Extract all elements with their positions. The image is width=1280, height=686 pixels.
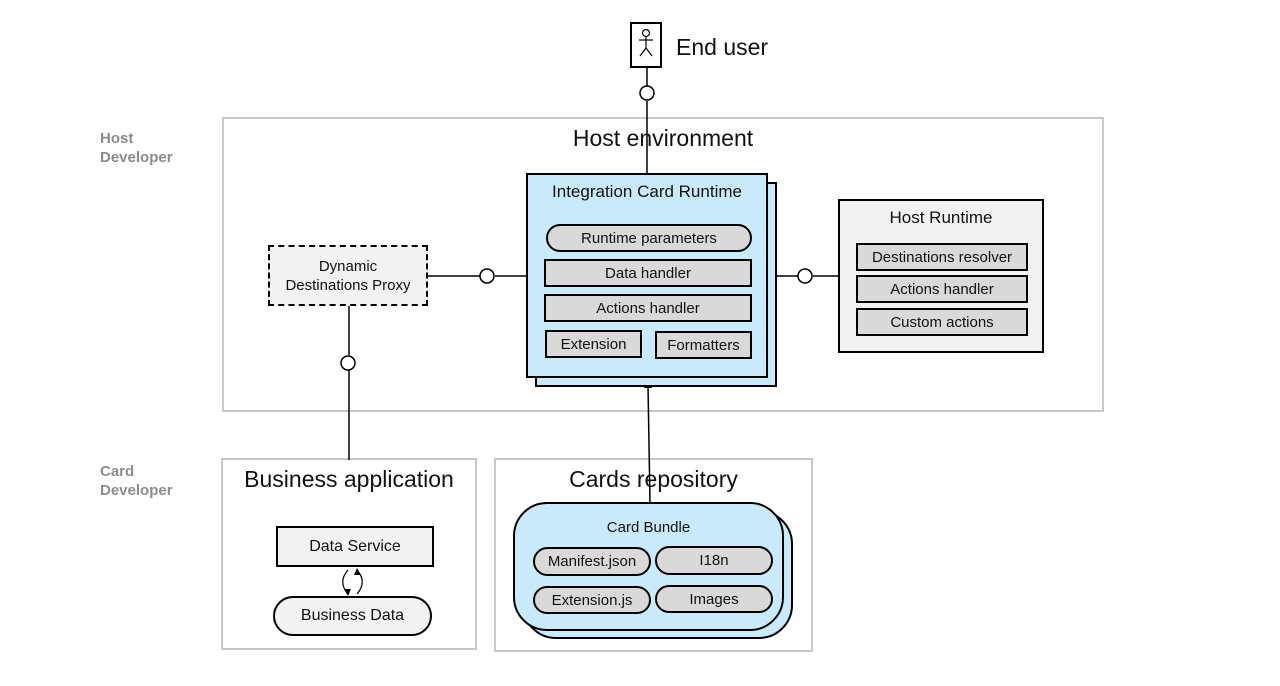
host-environment-title: Host environment (572, 125, 754, 151)
card-developer-label: Card Developer (100, 462, 173, 500)
data-service-box: Data Service (276, 526, 434, 567)
images-box: Images (655, 585, 773, 613)
card-role-line-2: Developer (100, 482, 173, 499)
integration-card-runtime: Integration Card Runtime Runtime paramet… (526, 173, 768, 378)
integration-card-runtime-title: Integration Card Runtime (552, 182, 742, 201)
business-application-title: Business application (244, 466, 454, 492)
data-handler-box: Data handler (544, 259, 752, 287)
manifest-json-box: Manifest.json (533, 547, 651, 576)
host-runtime-interface-socket (797, 268, 813, 284)
proxy-interface-socket (479, 268, 495, 284)
card-bundle-title: Card Bundle (606, 519, 691, 536)
end-user-label: End user (676, 34, 769, 60)
i18n-box: I18n (655, 546, 773, 575)
actions-handler-box: Actions handler (544, 294, 752, 322)
proxy-line-2: Destinations Proxy (285, 276, 411, 294)
host-role-line-2: Developer (100, 149, 173, 166)
dynamic-destinations-proxy: Dynamic Destinations Proxy (268, 245, 428, 306)
formatters-box: Formatters (655, 331, 752, 359)
business-application-interface-socket (340, 355, 356, 371)
runtime-parameters-box: Runtime parameters (546, 224, 752, 252)
card-role-line-1: Card (100, 463, 135, 480)
proxy-line-1: Dynamic (318, 257, 378, 275)
end-user-interface-socket (639, 85, 655, 101)
host-actions-handler-box: Actions handler (856, 275, 1028, 303)
destinations-resolver-box: Destinations resolver (856, 243, 1028, 271)
extension-js-box: Extension.js (533, 586, 651, 614)
cards-repository-title: Cards repository (569, 466, 738, 492)
extension-box: Extension (545, 330, 642, 358)
host-developer-label: Host Developer (100, 129, 173, 167)
host-role-line-1: Host (100, 130, 134, 147)
host-runtime-title: Host Runtime (889, 208, 993, 227)
end-user-icon (630, 22, 662, 68)
host-runtime: Host Runtime Destinations resolver Actio… (838, 199, 1044, 353)
custom-actions-box: Custom actions (856, 308, 1028, 336)
business-data-box: Business Data (273, 596, 432, 636)
card-bundle: Card Bundle Manifest.json I18n Extension… (513, 502, 784, 631)
